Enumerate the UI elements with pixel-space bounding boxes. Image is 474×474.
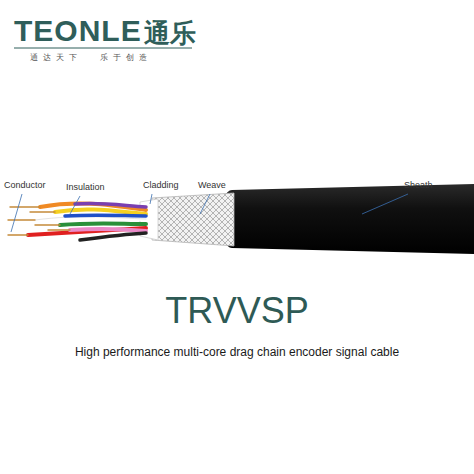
part-label: Sheath — [404, 180, 433, 190]
product-caption: High performance multi-core drag chain e… — [75, 345, 399, 359]
cable-cores — [8, 203, 146, 240]
leader-lines — [11, 194, 408, 232]
sheath-body — [220, 184, 474, 254]
slogan: 通达天下 — [30, 52, 82, 63]
slogan: 乐于创造 — [100, 52, 152, 63]
product-title: TRVVSP — [165, 290, 308, 332]
weave-braid — [152, 193, 234, 246]
brand-logo-cn: 通乐 — [144, 16, 196, 51]
brand-logo: TEONLE — [14, 14, 142, 48]
part-label: Insulation — [66, 182, 105, 192]
part-label: Conductor — [4, 180, 46, 190]
part-label: Cladding — [143, 180, 179, 190]
part-label: Weave — [198, 180, 226, 190]
